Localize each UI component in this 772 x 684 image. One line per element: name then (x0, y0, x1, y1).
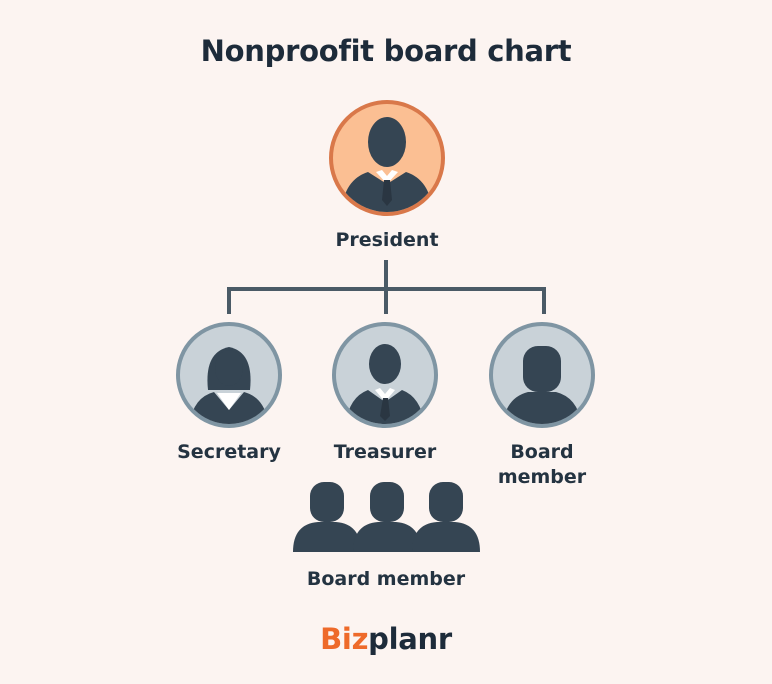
treasurer-node (332, 322, 438, 428)
brand-logo: Bizplanr (0, 622, 772, 656)
chart-title: Nonproofit board chart (200, 34, 572, 68)
logo-part-planr: planr (368, 622, 452, 656)
businessman-icon (341, 117, 433, 212)
president-label: President (335, 229, 439, 251)
board-member-label-line1: Board (510, 441, 574, 463)
president-node (329, 100, 445, 216)
people-group-icon (293, 482, 480, 552)
board-member-label-line2: member (497, 466, 587, 488)
secretary-label: Secretary (177, 441, 281, 463)
treasurer-label: Treasurer (333, 441, 437, 463)
logo-part-biz: Biz (320, 622, 369, 656)
connector-lines (227, 260, 546, 314)
secretary-node (176, 322, 282, 428)
board-member-node (489, 322, 595, 428)
board-member-label: Board member (462, 440, 622, 490)
board-members-group-label: Board member (306, 568, 466, 590)
